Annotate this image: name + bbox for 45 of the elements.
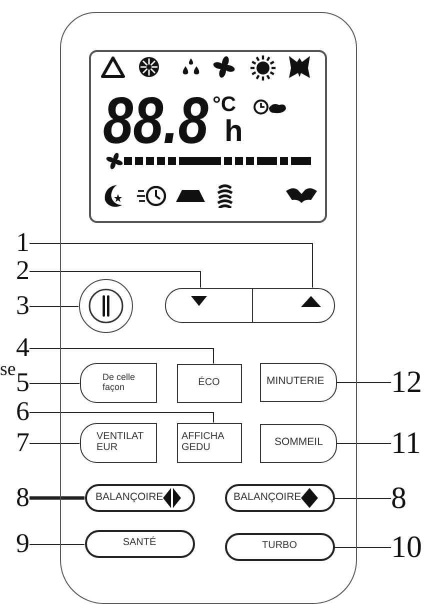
leader-line bbox=[29, 243, 313, 288]
callout-number: 12 bbox=[391, 370, 422, 395]
leader-line bbox=[29, 443, 80, 444]
leader-line bbox=[29, 306, 79, 307]
remote-button: SOMMEIL bbox=[260, 424, 336, 462]
round-button bbox=[78, 278, 132, 332]
leader-line bbox=[334, 547, 392, 548]
leader-line bbox=[336, 382, 392, 383]
leader-line bbox=[29, 383, 80, 384]
leader-line bbox=[30, 496, 84, 500]
callout-number: 9 bbox=[16, 533, 30, 555]
callout-number: 8 bbox=[391, 486, 406, 510]
callout-number: 11 bbox=[391, 431, 421, 456]
unit-text: h bbox=[224, 120, 243, 144]
callout-number: 5 bbox=[16, 372, 30, 394]
down-button bbox=[164, 288, 252, 322]
remote-button: VENTILAT EUR bbox=[80, 422, 156, 462]
leader-line bbox=[29, 412, 214, 423]
remote-button: ÉCO bbox=[176, 364, 242, 402]
leader-line bbox=[29, 271, 201, 288]
up-button bbox=[252, 288, 334, 322]
remote-button: BALANÇOIRE bbox=[224, 484, 334, 512]
callout-number: 1 bbox=[16, 232, 30, 254]
leader-line bbox=[29, 348, 214, 364]
remote-button: TURBO bbox=[224, 532, 334, 560]
callout-number: 7 bbox=[16, 432, 30, 454]
remote-button: MINUTERIE bbox=[260, 362, 336, 402]
remote-button: AFFICHA GEDU bbox=[176, 422, 242, 462]
unit-text: °C bbox=[212, 96, 236, 114]
callout-number: 8 bbox=[16, 487, 30, 509]
leader-line bbox=[336, 443, 392, 444]
callout-number: 2 bbox=[16, 260, 30, 282]
lcd-screen bbox=[88, 50, 326, 222]
remote-body bbox=[60, 12, 357, 604]
remote-button: De celle façon bbox=[80, 362, 156, 402]
remote-button: BALANÇOIRE bbox=[84, 484, 194, 512]
callout-number: 4 bbox=[16, 337, 30, 359]
remote-button: SANTÉ bbox=[84, 530, 194, 558]
leader-line bbox=[29, 544, 85, 545]
text-fragment: se bbox=[0, 363, 16, 378]
segment-digits: 88.8 bbox=[102, 94, 208, 145]
leader-line bbox=[334, 498, 392, 499]
callout-number: 3 bbox=[16, 295, 30, 317]
callout-number: 6 bbox=[16, 401, 30, 423]
callout-number: 10 bbox=[391, 534, 422, 560]
